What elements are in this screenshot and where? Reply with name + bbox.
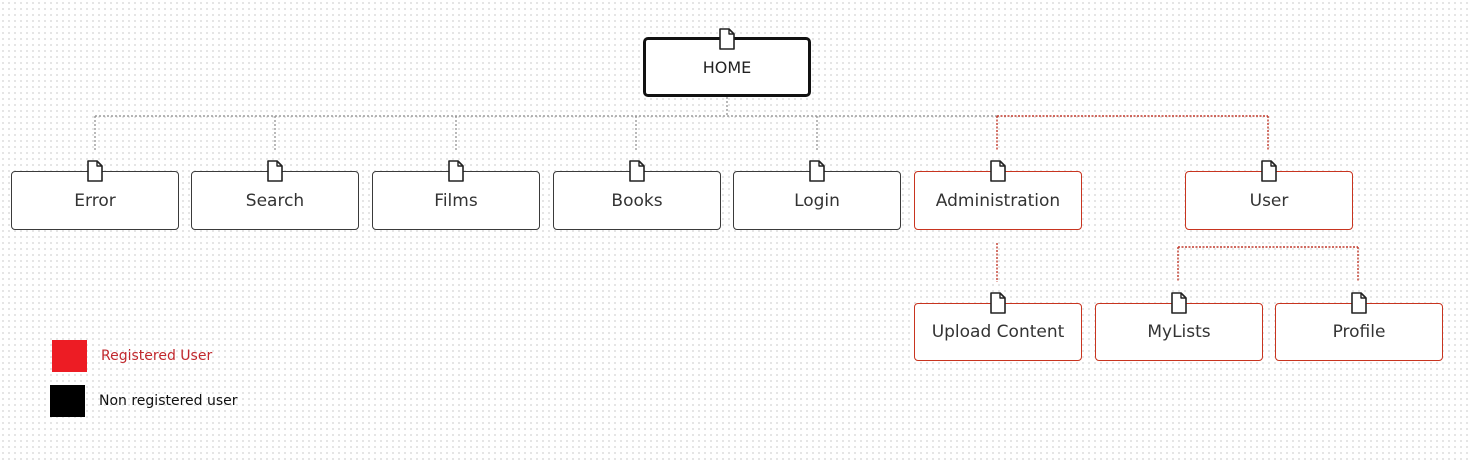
node-upload-content: Upload Content — [914, 292, 1082, 361]
legend-swatch-non-registered — [50, 385, 85, 417]
node-home: HOME — [643, 28, 811, 97]
legend-label-non-registered: Non registered user — [99, 393, 238, 409]
document-icon — [1261, 160, 1277, 182]
document-icon — [1171, 292, 1187, 314]
node-label: MyLists — [1147, 322, 1211, 342]
node-label: Upload Content — [931, 322, 1065, 342]
document-icon — [448, 160, 464, 182]
node-label: Profile — [1332, 322, 1386, 342]
node-search: Search — [191, 160, 359, 230]
legend-swatch-registered — [52, 340, 87, 372]
legend-item-non-registered: Non registered user — [50, 385, 238, 417]
node-profile: Profile — [1275, 292, 1443, 361]
document-icon — [719, 28, 735, 50]
node-books: Books — [553, 160, 721, 230]
node-user: User — [1185, 160, 1353, 230]
node-films: Films — [372, 160, 540, 230]
document-icon — [1351, 292, 1367, 314]
legend-item-registered: Registered User — [52, 340, 212, 372]
node-label: User — [1249, 190, 1289, 211]
node-error: Error — [11, 160, 179, 230]
node-label: Administration — [935, 190, 1061, 211]
document-icon — [629, 160, 645, 182]
node-mylists: MyLists — [1095, 292, 1263, 361]
node-label: Login — [794, 190, 840, 211]
document-icon — [990, 292, 1006, 314]
legend-label-registered: Registered User — [101, 348, 213, 364]
node-label: Error — [74, 190, 116, 211]
document-icon — [267, 160, 283, 182]
node-label: HOME — [702, 57, 752, 77]
document-icon — [990, 160, 1006, 182]
node-label: Books — [611, 190, 663, 211]
node-label: Films — [434, 190, 478, 211]
node-administration: Administration — [914, 160, 1082, 230]
document-icon — [87, 160, 103, 182]
node-login: Login — [733, 160, 901, 230]
node-label: Search — [245, 190, 305, 211]
document-icon — [809, 160, 825, 182]
